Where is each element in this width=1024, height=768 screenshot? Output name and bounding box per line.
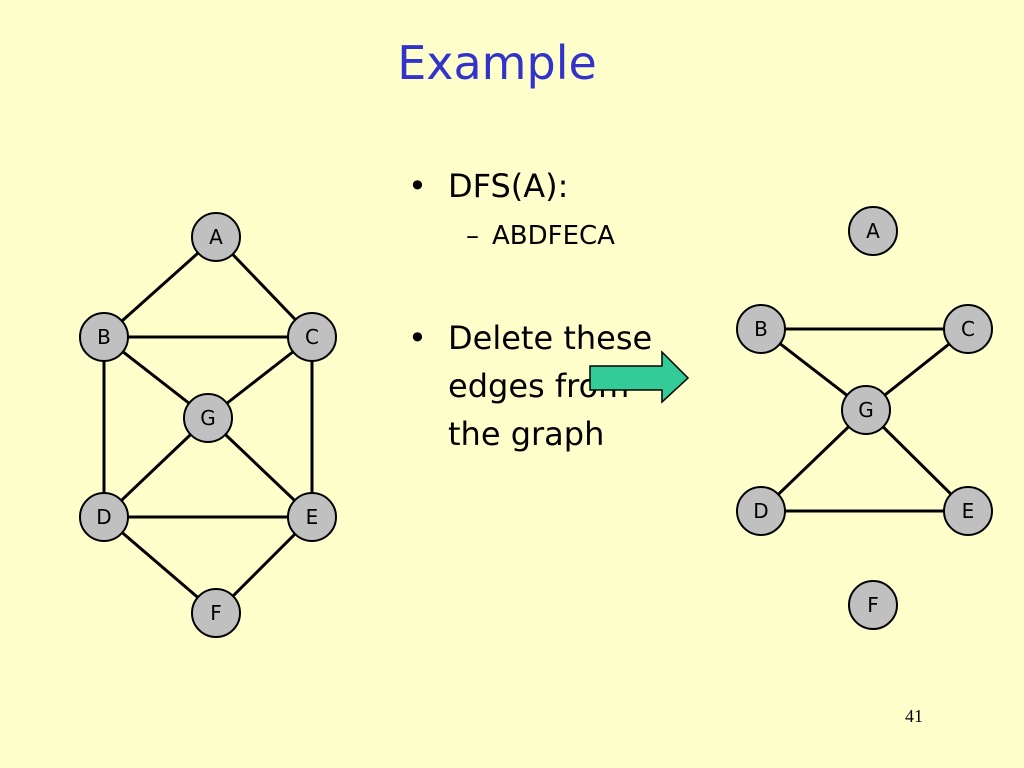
left-node-g: G	[183, 393, 233, 443]
node-label: C	[305, 325, 319, 349]
sub-bullet-text: ABDFECA	[492, 221, 615, 251]
node-circle	[848, 206, 898, 256]
node-circle	[287, 312, 337, 362]
left-node-a: A	[191, 212, 241, 262]
right-node-d: D	[736, 486, 786, 536]
right-node-c: C	[943, 304, 993, 354]
right-node-b: B	[736, 304, 786, 354]
node-circle	[79, 492, 129, 542]
left-node-c: C	[287, 312, 337, 362]
node-circle	[943, 304, 993, 354]
node-label: B	[754, 317, 768, 341]
node-label: F	[867, 593, 879, 617]
sub-bullet-marker: –	[466, 221, 479, 251]
right-node-e: E	[943, 486, 993, 536]
node-label: C	[961, 317, 975, 341]
node-label: G	[858, 398, 874, 422]
node-circle	[848, 580, 898, 630]
right-node-f: F	[848, 580, 898, 630]
node-label: B	[97, 325, 111, 349]
node-label: A	[209, 225, 223, 249]
bullet-marker: •	[408, 167, 427, 205]
node-circle	[183, 393, 233, 443]
slide-title: Example	[397, 36, 597, 90]
bullet-marker: •	[408, 319, 427, 357]
node-circle	[943, 486, 993, 536]
left-edge-a-b	[103, 235, 217, 339]
left-node-d: D	[79, 492, 129, 542]
node-label: E	[306, 505, 319, 529]
node-circle	[841, 385, 891, 435]
node-label: D	[753, 499, 768, 523]
left-node-e: E	[287, 492, 337, 542]
bullet-text: DFS(A):	[448, 167, 569, 205]
node-circle	[191, 588, 241, 638]
right-node-a: A	[848, 206, 898, 256]
node-circle	[736, 304, 786, 354]
node-label: D	[96, 505, 111, 529]
node-circle	[287, 492, 337, 542]
node-label: G	[200, 406, 216, 430]
page-number: 41	[905, 706, 923, 726]
node-label: E	[962, 499, 975, 523]
left-node-b: B	[79, 312, 129, 362]
right-node-g: G	[841, 385, 891, 435]
right-graph: A B C G D E F	[736, 206, 993, 630]
node-label: F	[210, 601, 222, 625]
node-circle	[79, 312, 129, 362]
bullet-text: Delete these edges from the graph	[448, 319, 653, 453]
node-circle	[191, 212, 241, 262]
right-arrow-icon	[589, 350, 690, 404]
left-node-f: F	[191, 588, 241, 638]
left-graph: A B C G D E F	[79, 212, 337, 638]
node-label: A	[866, 219, 880, 243]
node-circle	[736, 486, 786, 536]
